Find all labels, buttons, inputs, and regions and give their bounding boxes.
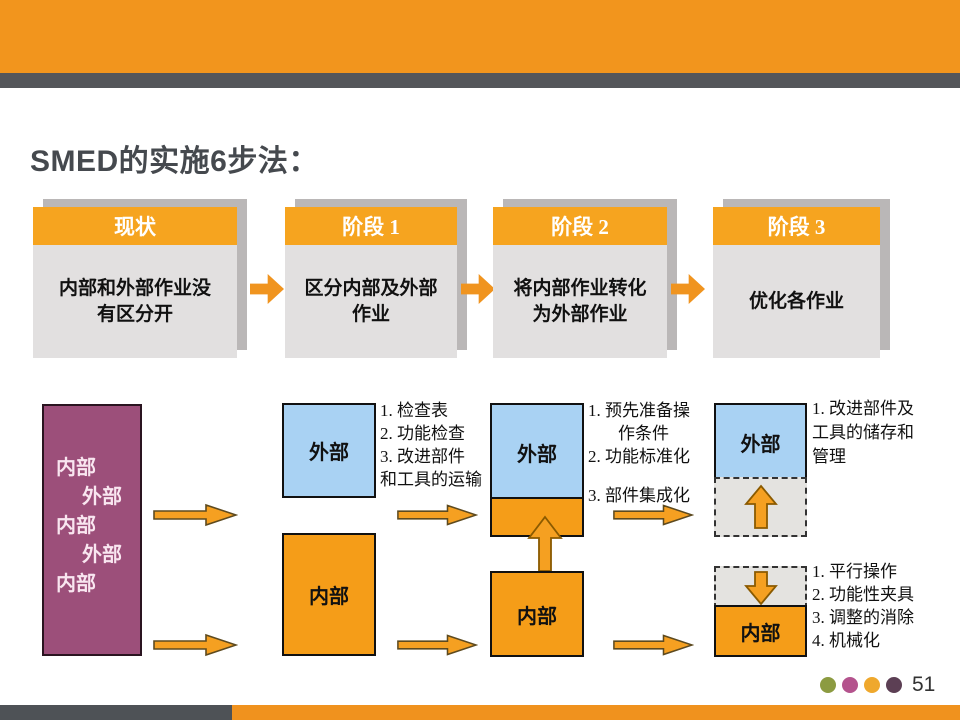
ops-label: 外部 bbox=[82, 544, 122, 566]
ops-label: 内部 bbox=[56, 515, 96, 537]
arrow-right-icon bbox=[461, 274, 495, 304]
stage-header: 阶段 1 bbox=[285, 207, 457, 245]
note-line: 1. 改进部件及 bbox=[812, 399, 914, 418]
internal-box-step1: 内部 bbox=[282, 533, 376, 656]
arrow-right-icon bbox=[250, 274, 284, 304]
external-label: 外部 bbox=[309, 442, 349, 464]
stage-body-line: 为外部作业 bbox=[532, 303, 628, 325]
arrow-right-icon bbox=[613, 634, 694, 656]
step1-notes: 1. 检查表 2. 功能检查 3. 改进部件 和工具的运输 bbox=[380, 399, 482, 491]
footer-dot-plum bbox=[886, 677, 902, 693]
arrow-up-icon bbox=[743, 484, 778, 529]
top-orange-band bbox=[0, 0, 960, 73]
note-line: 2. 功能性夹具 bbox=[812, 585, 914, 604]
external-label: 外部 bbox=[517, 443, 557, 466]
stage-box-phase1: 阶段 1 区分内部及外部 作业 bbox=[285, 207, 457, 358]
stage-body-line: 有区分开 bbox=[96, 303, 173, 325]
footer-dot-orange bbox=[864, 677, 880, 693]
internal-label: 内部 bbox=[740, 622, 781, 645]
note-line: 4. 机械化 bbox=[812, 631, 880, 650]
footer-dot-green bbox=[820, 677, 836, 693]
stage-body-line: 作业 bbox=[351, 303, 390, 325]
arrow-right-icon bbox=[153, 633, 238, 657]
arrow-up-icon bbox=[527, 515, 563, 572]
stage-header: 现状 bbox=[33, 207, 237, 245]
note-line: 1. 平行操作 bbox=[812, 562, 897, 581]
page-title: SMED的实施6步法： bbox=[30, 145, 319, 178]
internal-label: 内部 bbox=[517, 605, 557, 628]
arrow-right-icon bbox=[397, 504, 478, 526]
external-label: 外部 bbox=[740, 433, 781, 456]
stage-body-line: 将内部作业转化 bbox=[513, 277, 647, 299]
stage-body-line: 内部和外部作业没 bbox=[58, 277, 211, 299]
stage-box-phase3: 阶段 3 优化各作业 bbox=[713, 207, 880, 358]
arrow-down-icon bbox=[743, 570, 778, 605]
step2-notes: 1. 预先准备操 作条件 2. 功能标准化 3. 部件集成化 bbox=[588, 399, 690, 507]
footer-orange-bar bbox=[232, 705, 960, 720]
step3-internal-notes: 1. 平行操作 2. 功能性夹具 3. 调整的消除 4. 机械化 bbox=[812, 560, 914, 652]
improve-zone-bottom bbox=[714, 566, 807, 609]
note-line: 3. 改进部件 bbox=[380, 447, 465, 466]
note-line: 3. 调整的消除 bbox=[812, 608, 914, 627]
stage-header: 阶段 3 bbox=[713, 207, 880, 245]
footer-dot-pink bbox=[842, 677, 858, 693]
external-box-step2: 外部 bbox=[490, 403, 584, 501]
internal-box-step3: 内部 bbox=[714, 605, 807, 657]
note-line: 作条件 bbox=[618, 424, 669, 443]
stage-header: 阶段 2 bbox=[493, 207, 667, 245]
arrow-right-icon bbox=[671, 274, 705, 304]
note-line: 1. 预先准备操 bbox=[588, 401, 690, 420]
ops-label: 外部 bbox=[82, 486, 122, 508]
arrow-right-icon bbox=[397, 634, 478, 656]
note-line: 工具的储存和 bbox=[812, 423, 914, 442]
arrow-right-icon bbox=[153, 503, 238, 527]
stage-box-phase2: 阶段 2 将内部作业转化 为外部作业 bbox=[493, 207, 667, 358]
current-state-box: 内部 外部 内部 外部 内部 bbox=[42, 404, 142, 656]
note-line: 3. 部件集成化 bbox=[588, 486, 690, 505]
top-gray-strip bbox=[0, 73, 960, 88]
note-line: 管理 bbox=[812, 447, 846, 466]
external-box-step3: 外部 bbox=[714, 403, 807, 481]
note-line: 1. 检查表 bbox=[380, 401, 448, 420]
page-number: 51 bbox=[912, 673, 936, 696]
stage-body-line: 优化各作业 bbox=[748, 290, 844, 312]
stage-body-line: 区分内部及外部 bbox=[304, 277, 438, 299]
ops-label: 内部 bbox=[56, 457, 96, 479]
internal-label: 内部 bbox=[309, 586, 349, 608]
arrow-right-icon bbox=[613, 504, 694, 526]
note-line: 2. 功能检查 bbox=[380, 424, 465, 443]
internal-box-step2: 内部 bbox=[490, 571, 584, 657]
external-box-step1: 外部 bbox=[282, 403, 376, 498]
step3-storage-notes: 1. 改进部件及 工具的储存和 管理 bbox=[812, 397, 914, 469]
improve-zone-top bbox=[714, 477, 807, 537]
note-line: 2. 功能标准化 bbox=[588, 447, 690, 466]
stage-box-current: 现状 内部和外部作业没 有区分开 bbox=[33, 207, 237, 358]
ops-label: 内部 bbox=[56, 573, 96, 595]
footer-gray-bar bbox=[0, 705, 232, 720]
note-line: 和工具的运输 bbox=[380, 470, 482, 489]
